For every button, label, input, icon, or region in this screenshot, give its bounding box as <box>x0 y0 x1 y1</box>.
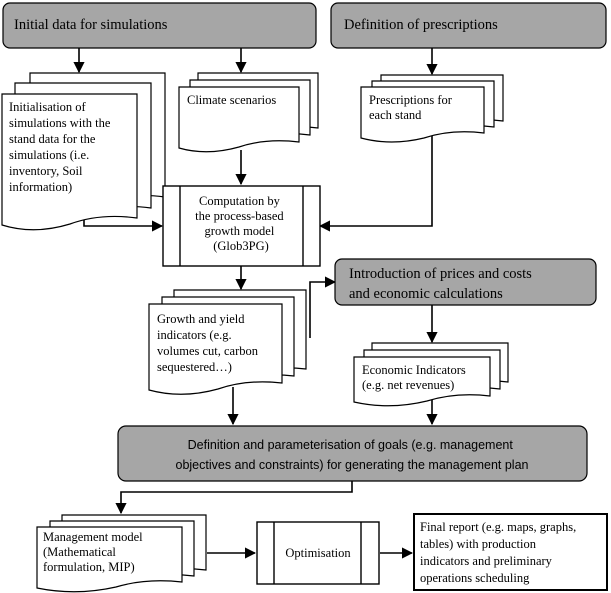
initial-data-line: Initial data for simulations <box>14 17 168 33</box>
definition-prescriptions-node: Definition of prescriptions <box>330 2 607 49</box>
economic-doc-text: Economic Indicators (e.g. net revenues) <box>362 363 469 392</box>
economic-doc-node <box>353 342 509 407</box>
arrow-growth-to-prices <box>309 276 337 338</box>
computation-process-text: Computation by the process-based growth … <box>195 194 287 253</box>
goals-node: Definition and parameterisation of goals… <box>117 425 588 482</box>
management-doc-node <box>36 514 207 593</box>
connectors <box>73 48 438 559</box>
initial-data-node: Initial data for simulations <box>2 2 317 49</box>
initialisation-doc-node <box>1 72 166 231</box>
climate-doc-node <box>178 72 319 153</box>
management-doc-text: Management model (Mathematical formulati… <box>43 530 146 574</box>
prescriptions-doc-node <box>360 74 504 143</box>
growth-doc-node <box>148 289 307 395</box>
final-report-node: Final report (e.g. maps, graphs, tables)… <box>413 513 608 591</box>
arrow-goals-to-management <box>115 481 353 515</box>
climate-doc-text: Climate scenarios <box>187 93 276 107</box>
definition-prescriptions-line: Definition of prescriptions <box>344 17 498 33</box>
prescriptions-doc-text: Prescriptions for each stand <box>369 93 455 122</box>
computation-process-node <box>162 185 321 267</box>
arrow-prescriptions-to-computation <box>318 133 433 232</box>
svg-text:Definition and parameterisatio: Definition and parameterisation of goals… <box>176 438 529 472</box>
prices-costs-node: Introduction of prices and costs and eco… <box>334 258 597 306</box>
initialisation-doc-text: Initialisation of simulations with the s… <box>9 100 114 194</box>
svg-text:Introduction of prices and cos: Introduction of prices and costs and eco… <box>349 266 535 302</box>
optimisation-process-text: Optimisation <box>285 546 351 560</box>
svg-text:Final report (e.g. maps, graph: Final report (e.g. maps, graphs, tables)… <box>420 520 579 585</box>
optimisation-process-node <box>256 521 380 585</box>
svg-text:Initial data for simulations: Initial data for simulations <box>14 17 168 33</box>
svg-text:Definition of prescriptions: Definition of prescriptions <box>344 17 498 33</box>
growth-doc-text: Growth and yield indicators (e.g. volume… <box>157 312 261 374</box>
